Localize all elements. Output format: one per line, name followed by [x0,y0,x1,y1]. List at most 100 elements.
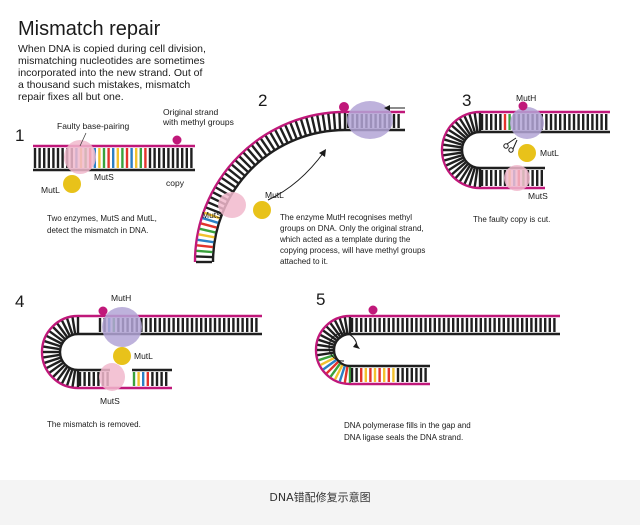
sugar-backbone [460,130,610,170]
label-original-strand: with methyl groups [162,117,234,127]
base-pair [310,116,317,133]
base-pair [274,129,284,145]
base-pair [61,320,71,336]
base-pair [205,206,222,215]
base-pair [61,368,71,384]
base-pair [333,320,344,336]
base-pair [43,345,60,351]
base-pair [338,113,342,130]
base-pair [46,359,62,369]
base-pair [66,318,74,335]
step-3: MutH MutL MutS The faulty copy is cut. [440,93,610,224]
step-1-description: detect the mismatch in DNA. [47,226,148,235]
base-pair [473,168,479,187]
faulty-pointer [79,132,87,147]
base-pair [445,156,464,167]
scissors-icon [503,137,518,153]
methyl-group [368,305,378,315]
label-muts: MutS [100,396,120,406]
base-pair [321,114,327,131]
base-pair [197,238,214,244]
base-pair [71,370,77,387]
sugar-backbone [332,332,560,368]
intro-line: mismatching nucleotides are sometimes [18,55,205,67]
base-pair [338,365,346,382]
base-pair [322,329,337,341]
base-pair [52,326,66,340]
base-pair [199,227,216,234]
base-pair [316,115,322,132]
mutl-protein [253,201,271,219]
base-pair [66,369,74,386]
base-pair [443,143,462,149]
methyl-group [339,102,349,112]
step-number-2: 2 [258,91,267,110]
mutl-protein [113,347,131,365]
base-pair [325,325,339,339]
base-pair [448,159,465,172]
base-pair [196,249,213,254]
sugar-backbone [211,128,346,263]
sugar-backbone [193,110,346,263]
base-pair [260,138,272,153]
step-number-5: 5 [316,290,325,309]
step-numbers: 1 2 3 4 5 [15,91,471,311]
label-mutl: MutL [41,185,60,195]
base-pair [322,359,337,371]
intro-line: a thousand such mistakes, mismatch [18,79,190,91]
base-pair [299,119,307,136]
figure-background [0,0,640,480]
base-pair [52,364,66,378]
base-pair [202,216,219,224]
label-copy: copy [166,178,185,188]
intro-line: When DNA is copied during cell division, [18,43,206,55]
mismatch-repair-diagram: Mismatch repair When DNA is copied durin… [0,0,640,480]
step-2: MutL MutS The enzyme MutH recognises met… [193,101,425,266]
label-muts: MutS [202,210,222,220]
base-pair [329,363,341,378]
muts-protein [64,140,96,174]
label-faulty-base-pairing: Faulty base-pairing [57,121,130,131]
description-line: The enzyme MutH recognises methyl [280,213,412,222]
label-muth: MutH [111,293,131,303]
base-pair [320,356,336,367]
base-pair [305,117,312,134]
step-2-description: The enzyme MutH recognises methyl groups… [279,213,425,266]
base-pair [221,177,236,189]
step-5-description: DNA polymerase fills in the gap and [344,421,471,430]
base-pair [231,163,245,177]
base-pair [242,151,256,166]
description-line: groups on DNA. Only the original strand, [280,224,424,233]
base-pair [43,353,60,359]
step-number-3: 3 [462,91,471,110]
muts-protein [218,192,246,218]
methyl-group [98,306,108,316]
arrow-head [353,343,360,349]
curved-arrow [267,151,325,201]
muth-protein [510,107,544,139]
base-pair [343,366,349,383]
step-3-description: The faulty copy is cut. [473,215,550,224]
base-pair [320,333,336,344]
description-line: which acted as a template during the [279,235,411,244]
base-pair [218,181,234,193]
base-pair [44,340,61,348]
base-pair [445,133,464,144]
base-pair [264,135,276,151]
base-pair [284,124,293,141]
base-pair [246,148,260,162]
base-pair [317,343,334,349]
arrow-head [384,105,390,111]
step-5-description: DNA ligase seals the DNA strand. [344,433,463,442]
description-line: copying process, will have methyl groups [280,246,425,255]
base-pair [56,322,68,338]
base-pair [200,222,217,229]
muth-protein [102,307,142,347]
base-pair [444,154,463,162]
base-pair [269,132,280,148]
intro-paragraph: When DNA is copied during cell division,… [18,43,206,103]
base-pair [327,113,332,130]
base-pair [458,165,471,182]
base-pair [448,128,465,141]
